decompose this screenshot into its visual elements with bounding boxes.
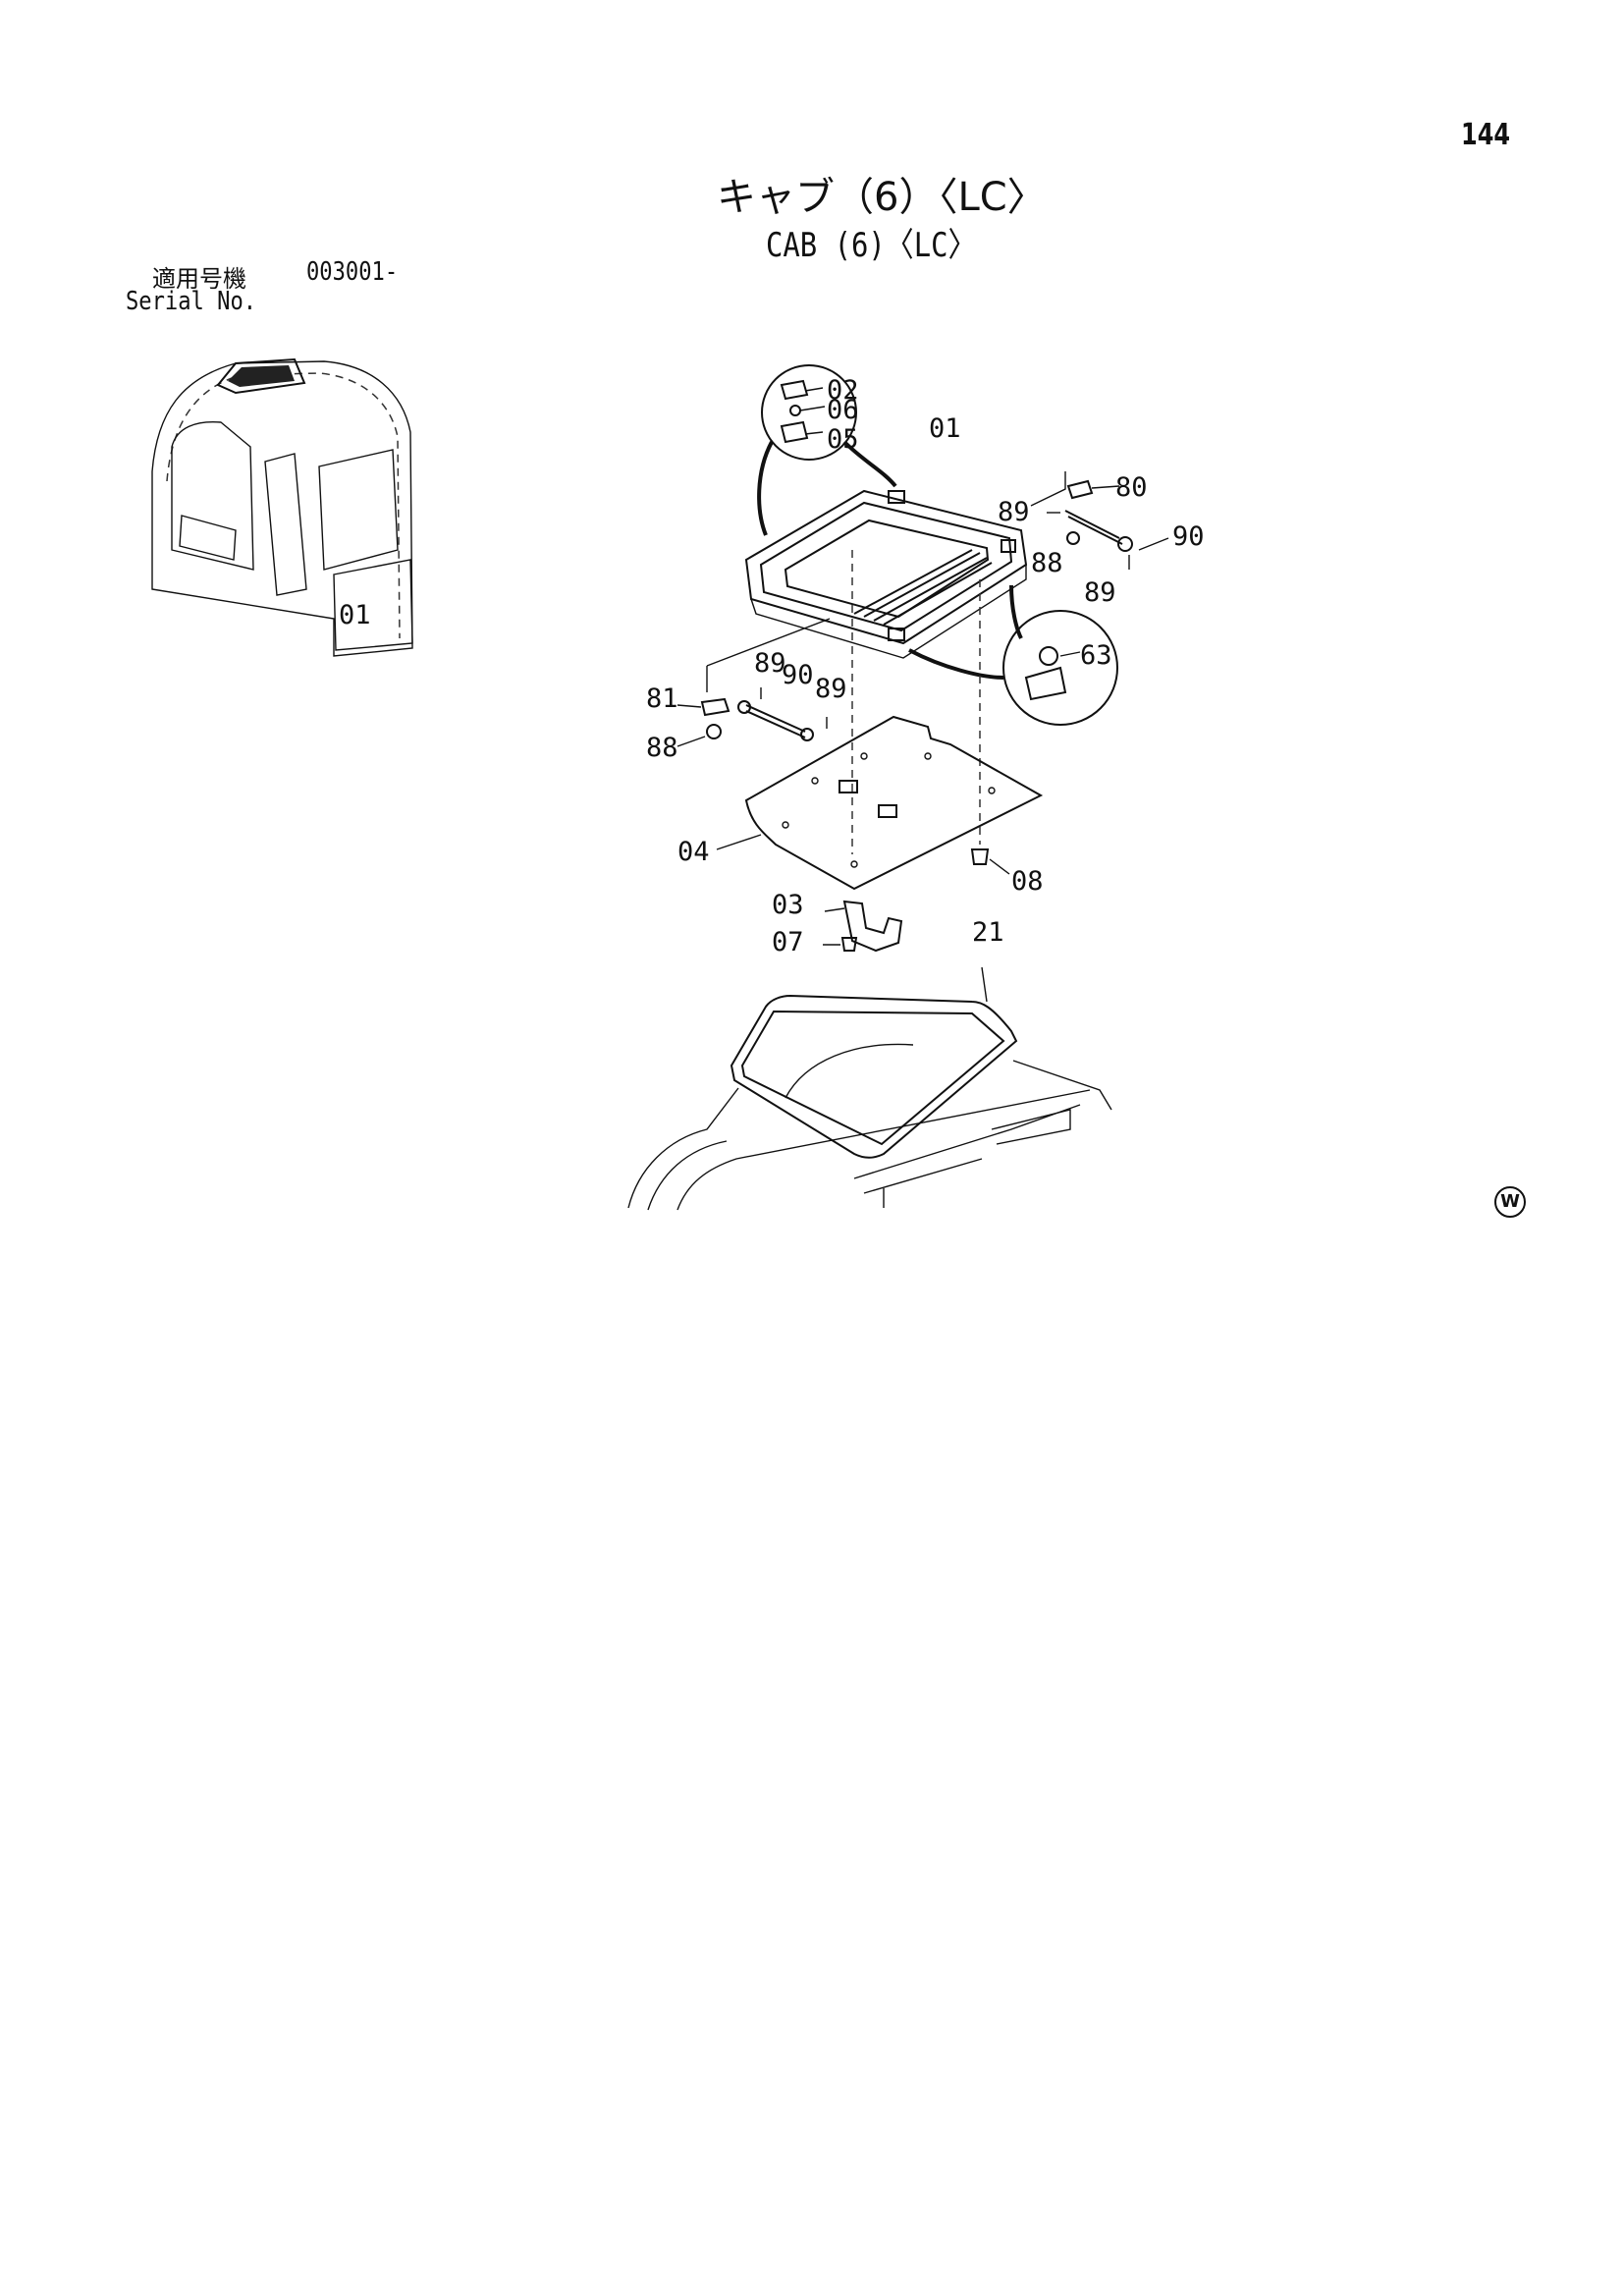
part-label-08: 08 [1011,866,1044,897]
exploded-view: 02 06 05 01 80 89 88 90 89 63 89 90 89 8… [627,364,1205,1211]
part-label-07: 07 [772,927,804,957]
cab-overview-illustration: 01 [151,357,413,657]
part-label-04: 04 [677,837,710,867]
part-02-shape [780,379,809,401]
part-label-06: 06 [827,395,859,425]
strut-assembly-left [676,618,831,747]
part-01-hatch-frame [744,489,1028,659]
strut-assembly-right [1030,471,1169,570]
part-label-90-left: 90 [782,660,814,690]
page-number: 144 [1461,118,1511,152]
part-03-handle [842,900,903,953]
cab-roof-outline [627,1043,1112,1211]
part-label-89-left-upper: 89 [754,648,786,679]
part-label-81: 81 [646,683,678,714]
part-04-trim-panel [716,715,1044,891]
part-label-88-right: 88 [1031,548,1063,578]
detail-circle-right [1002,610,1118,726]
part-label-89-right-lower: 89 [1084,577,1116,608]
serial-label-en: Serial No. [126,287,257,316]
part-08-bolt [970,848,990,865]
watermark-w-icon: W [1494,1186,1526,1218]
part-label-03: 03 [772,890,804,920]
part-21-seal [730,966,1018,1159]
serial-label-jp: 適用号機 [152,265,246,293]
page-title-en: CAB (6)〈LC〉 [766,226,977,265]
part-05-shape [780,420,809,444]
part-label-80: 80 [1115,472,1148,503]
overview-label-01: 01 [339,600,371,630]
detail-circle-top [761,364,857,461]
part-label-05: 05 [827,424,859,455]
part-label-89-right-upper: 89 [998,497,1030,527]
page-title-jp: キャブ（6）〈LC〉 [717,175,1047,220]
serial-value: 003001- [306,257,399,287]
part-label-90-right: 90 [1172,521,1205,552]
part-label-02: 02 [827,375,859,406]
part-label-01: 01 [929,413,961,444]
part-label-21: 21 [972,917,1004,948]
part-06-shape [789,405,801,416]
part-07-bolt [840,937,858,952]
part-label-89-left-lower: 89 [815,674,847,704]
part-label-88-left: 88 [646,733,678,763]
part-label-63: 63 [1080,640,1112,671]
